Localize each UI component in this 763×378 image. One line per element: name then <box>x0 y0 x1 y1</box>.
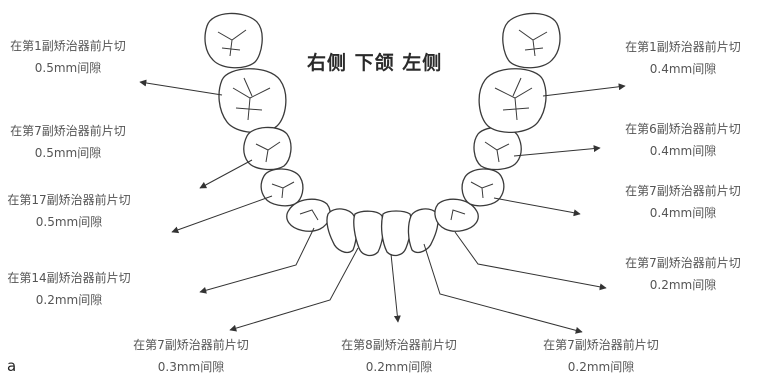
annotation-line2: 0.2mm间隙 <box>567 360 635 374</box>
annotation-bottom-center: 在第8副矫治器前片切 0.2mm间隙 <box>334 334 464 378</box>
annotation-line2: 0.5mm间隙 <box>35 215 103 229</box>
annotation-line2: 0.4mm间隙 <box>649 62 717 76</box>
annotation-line2: 0.3mm间隙 <box>157 360 225 374</box>
leader-l3 <box>493 197 581 217</box>
annotation-line2: 0.5mm间隙 <box>34 146 102 160</box>
tooth-right-canine <box>286 198 331 232</box>
annotation-right-2: 在第7副矫治器前片切 0.5mm间隙 <box>8 120 128 164</box>
annotation-line2: 0.2mm间隙 <box>365 360 433 374</box>
figure-label: a <box>7 357 17 375</box>
leader-l2 <box>513 145 601 157</box>
leader-r5 <box>229 247 359 332</box>
annotation-right-3: 在第17副矫治器前片切 0.5mm间隙 <box>4 189 134 233</box>
leader-l4 <box>454 231 607 291</box>
annotation-line2: 0.5mm间隙 <box>34 61 102 75</box>
leader-r1 <box>139 79 223 96</box>
annotation-line1: 在第8副矫治器前片切 <box>341 338 457 352</box>
annotation-left-4: 在第7副矫治器前片切 0.2mm间隙 <box>620 252 746 296</box>
annotation-line1: 在第7副矫治器前片切 <box>133 338 249 352</box>
annotation-line2: 0.4mm间隙 <box>649 144 717 158</box>
annotation-line1: 在第7副矫治器前片切 <box>10 124 126 138</box>
annotation-left-3: 在第7副矫治器前片切 0.4mm间隙 <box>620 180 746 224</box>
annotation-line2: 0.2mm间隙 <box>35 293 103 307</box>
leader-r4 <box>199 227 315 294</box>
annotation-line2: 0.2mm间隙 <box>649 278 717 292</box>
annotation-line1: 在第1副矫治器前片切 <box>625 40 741 54</box>
leader-center <box>390 253 401 323</box>
diagram-title: 右侧 下颌 左侧 <box>307 52 443 74</box>
annotation-left-2: 在第6副矫治器前片切 0.4mm间隙 <box>620 118 746 162</box>
annotation-line1: 在第6副矫治器前片切 <box>625 122 741 136</box>
annotation-line2: 0.4mm间隙 <box>649 206 717 220</box>
tooth-right-lateral-incisor <box>326 208 358 254</box>
annotation-line1: 在第1副矫治器前片切 <box>10 39 126 53</box>
leader-r2 <box>199 159 253 189</box>
tooth-right-second-premolar <box>243 126 292 171</box>
annotation-line1: 在第7副矫治器前片切 <box>625 256 741 270</box>
annotation-line1: 在第7副矫治器前片切 <box>625 184 741 198</box>
annotation-right-4: 在第14副矫治器前片切 0.2mm间隙 <box>4 267 134 311</box>
tooth-left-lateral-incisor <box>407 208 439 254</box>
annotation-bottom-right: 在第7副矫治器前片切 0.3mm间隙 <box>128 334 254 378</box>
tooth-left-second-premolar <box>473 126 522 171</box>
tooth-left-second-molar <box>502 12 561 69</box>
leader-l5 <box>423 243 583 334</box>
tooth-right-second-molar <box>204 12 263 69</box>
tooth-right-central-incisor <box>353 210 385 257</box>
annotation-left-1: 在第1副矫治器前片切 0.4mm间隙 <box>620 36 746 80</box>
leader-l1 <box>542 83 626 97</box>
tooth-left-central-incisor <box>380 210 412 257</box>
annotation-bottom-left: 在第7副矫治器前片切 0.2mm间隙 <box>538 334 664 378</box>
annotation-line1: 在第14副矫治器前片切 <box>7 271 131 285</box>
annotation-line1: 在第7副矫治器前片切 <box>543 338 659 352</box>
annotation-right-1: 在第1副矫治器前片切 0.5mm间隙 <box>8 35 128 79</box>
leader-r3 <box>171 195 273 234</box>
tooth-left-first-molar <box>478 68 547 133</box>
tooth-right-first-molar <box>218 68 287 133</box>
annotation-line1: 在第17副矫治器前片切 <box>7 193 131 207</box>
